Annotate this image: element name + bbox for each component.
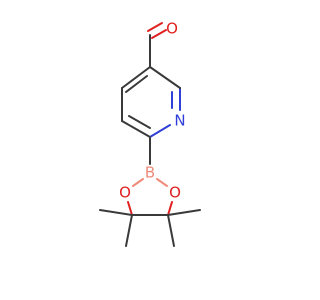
bond-methyl-2 <box>125 214 133 247</box>
atom-aldehyde-oxygen: O <box>166 20 178 38</box>
bond-methyl-3 <box>167 209 201 216</box>
atom-ring-nitrogen: N <box>174 112 185 130</box>
atom-ester-oxygen-left: O <box>119 184 131 202</box>
bond-o-c-left <box>127 201 133 216</box>
bond-ring-3-inner <box>128 115 151 129</box>
bond-o-c-right <box>167 201 173 216</box>
bond-methyl-4 <box>167 214 175 247</box>
bond-ring-4 <box>149 124 171 138</box>
bond-ring-1-inner <box>125 75 148 93</box>
atom-boron: B <box>145 164 155 182</box>
atom-ester-oxygen-right: O <box>169 184 181 202</box>
structure-diagram: O N B O O <box>99 20 201 247</box>
bond-b-o-left <box>132 178 144 187</box>
bond-ring-6 <box>149 66 181 89</box>
bond-ring-1 <box>121 66 151 89</box>
bond-aldehyde-co-1 <box>151 29 167 39</box>
bond-aldehyde-co-2 <box>147 22 163 32</box>
bond-methyl-1 <box>99 209 133 216</box>
bond-b-o-right <box>156 178 168 187</box>
bond-ring-3 <box>121 120 151 138</box>
